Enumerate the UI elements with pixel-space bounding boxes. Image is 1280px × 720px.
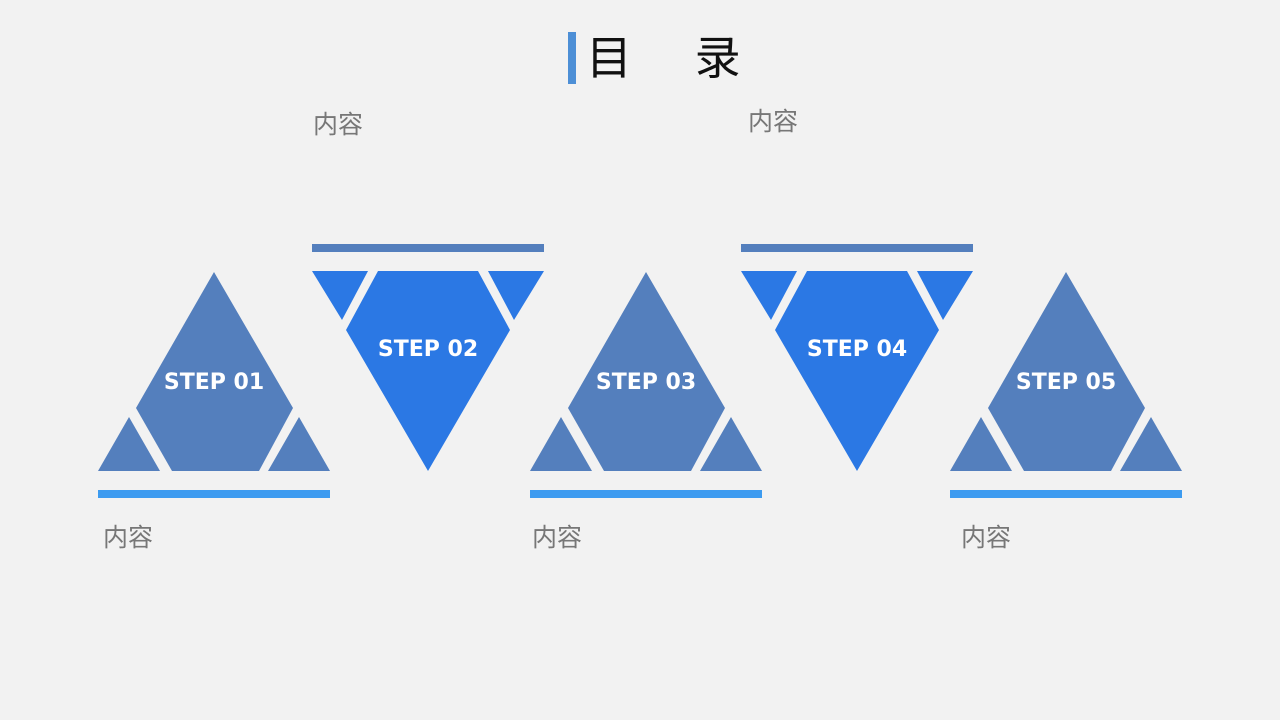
step-02-left-corner <box>312 271 368 320</box>
step-05-left-corner <box>950 417 1012 471</box>
step-03-underline-bar <box>530 490 762 498</box>
title-accent-bar <box>568 32 576 84</box>
step-02-overline-bar <box>312 244 544 252</box>
step-04-main-shape <box>775 271 939 471</box>
step-05-label: STEP 05 <box>1016 370 1116 395</box>
step-01-right-corner <box>268 417 330 471</box>
step-04-right-corner <box>917 271 973 320</box>
step-01-underline-bar <box>98 490 330 498</box>
step-02-caption: 内容 <box>313 110 364 139</box>
step-03-label: STEP 03 <box>596 370 696 395</box>
step-01-left-corner <box>98 417 160 471</box>
step-01-caption: 内容 <box>103 523 154 552</box>
step-01-main-shape <box>136 272 293 471</box>
step-04-caption: 内容 <box>748 107 799 136</box>
step-03-main-shape <box>568 272 725 471</box>
step-04-label: STEP 04 <box>807 337 907 362</box>
title-text: 目 录 <box>586 31 765 85</box>
step-05-caption: 内容 <box>961 523 1012 552</box>
step-03-right-corner <box>700 417 762 471</box>
step-03-caption: 内容 <box>532 523 583 552</box>
step-03-left-corner <box>530 417 592 471</box>
step-02-main-shape <box>346 271 510 471</box>
step-02-label: STEP 02 <box>378 337 478 362</box>
step-04-left-corner <box>741 271 797 320</box>
step-05-main-shape <box>988 272 1145 471</box>
step-05-right-corner <box>1120 417 1182 471</box>
page-title: 目 录 <box>568 28 765 88</box>
step-01-label: STEP 01 <box>164 370 264 395</box>
step-05-underline-bar <box>950 490 1182 498</box>
step-04-overline-bar <box>741 244 973 252</box>
step-02-right-corner <box>488 271 544 320</box>
